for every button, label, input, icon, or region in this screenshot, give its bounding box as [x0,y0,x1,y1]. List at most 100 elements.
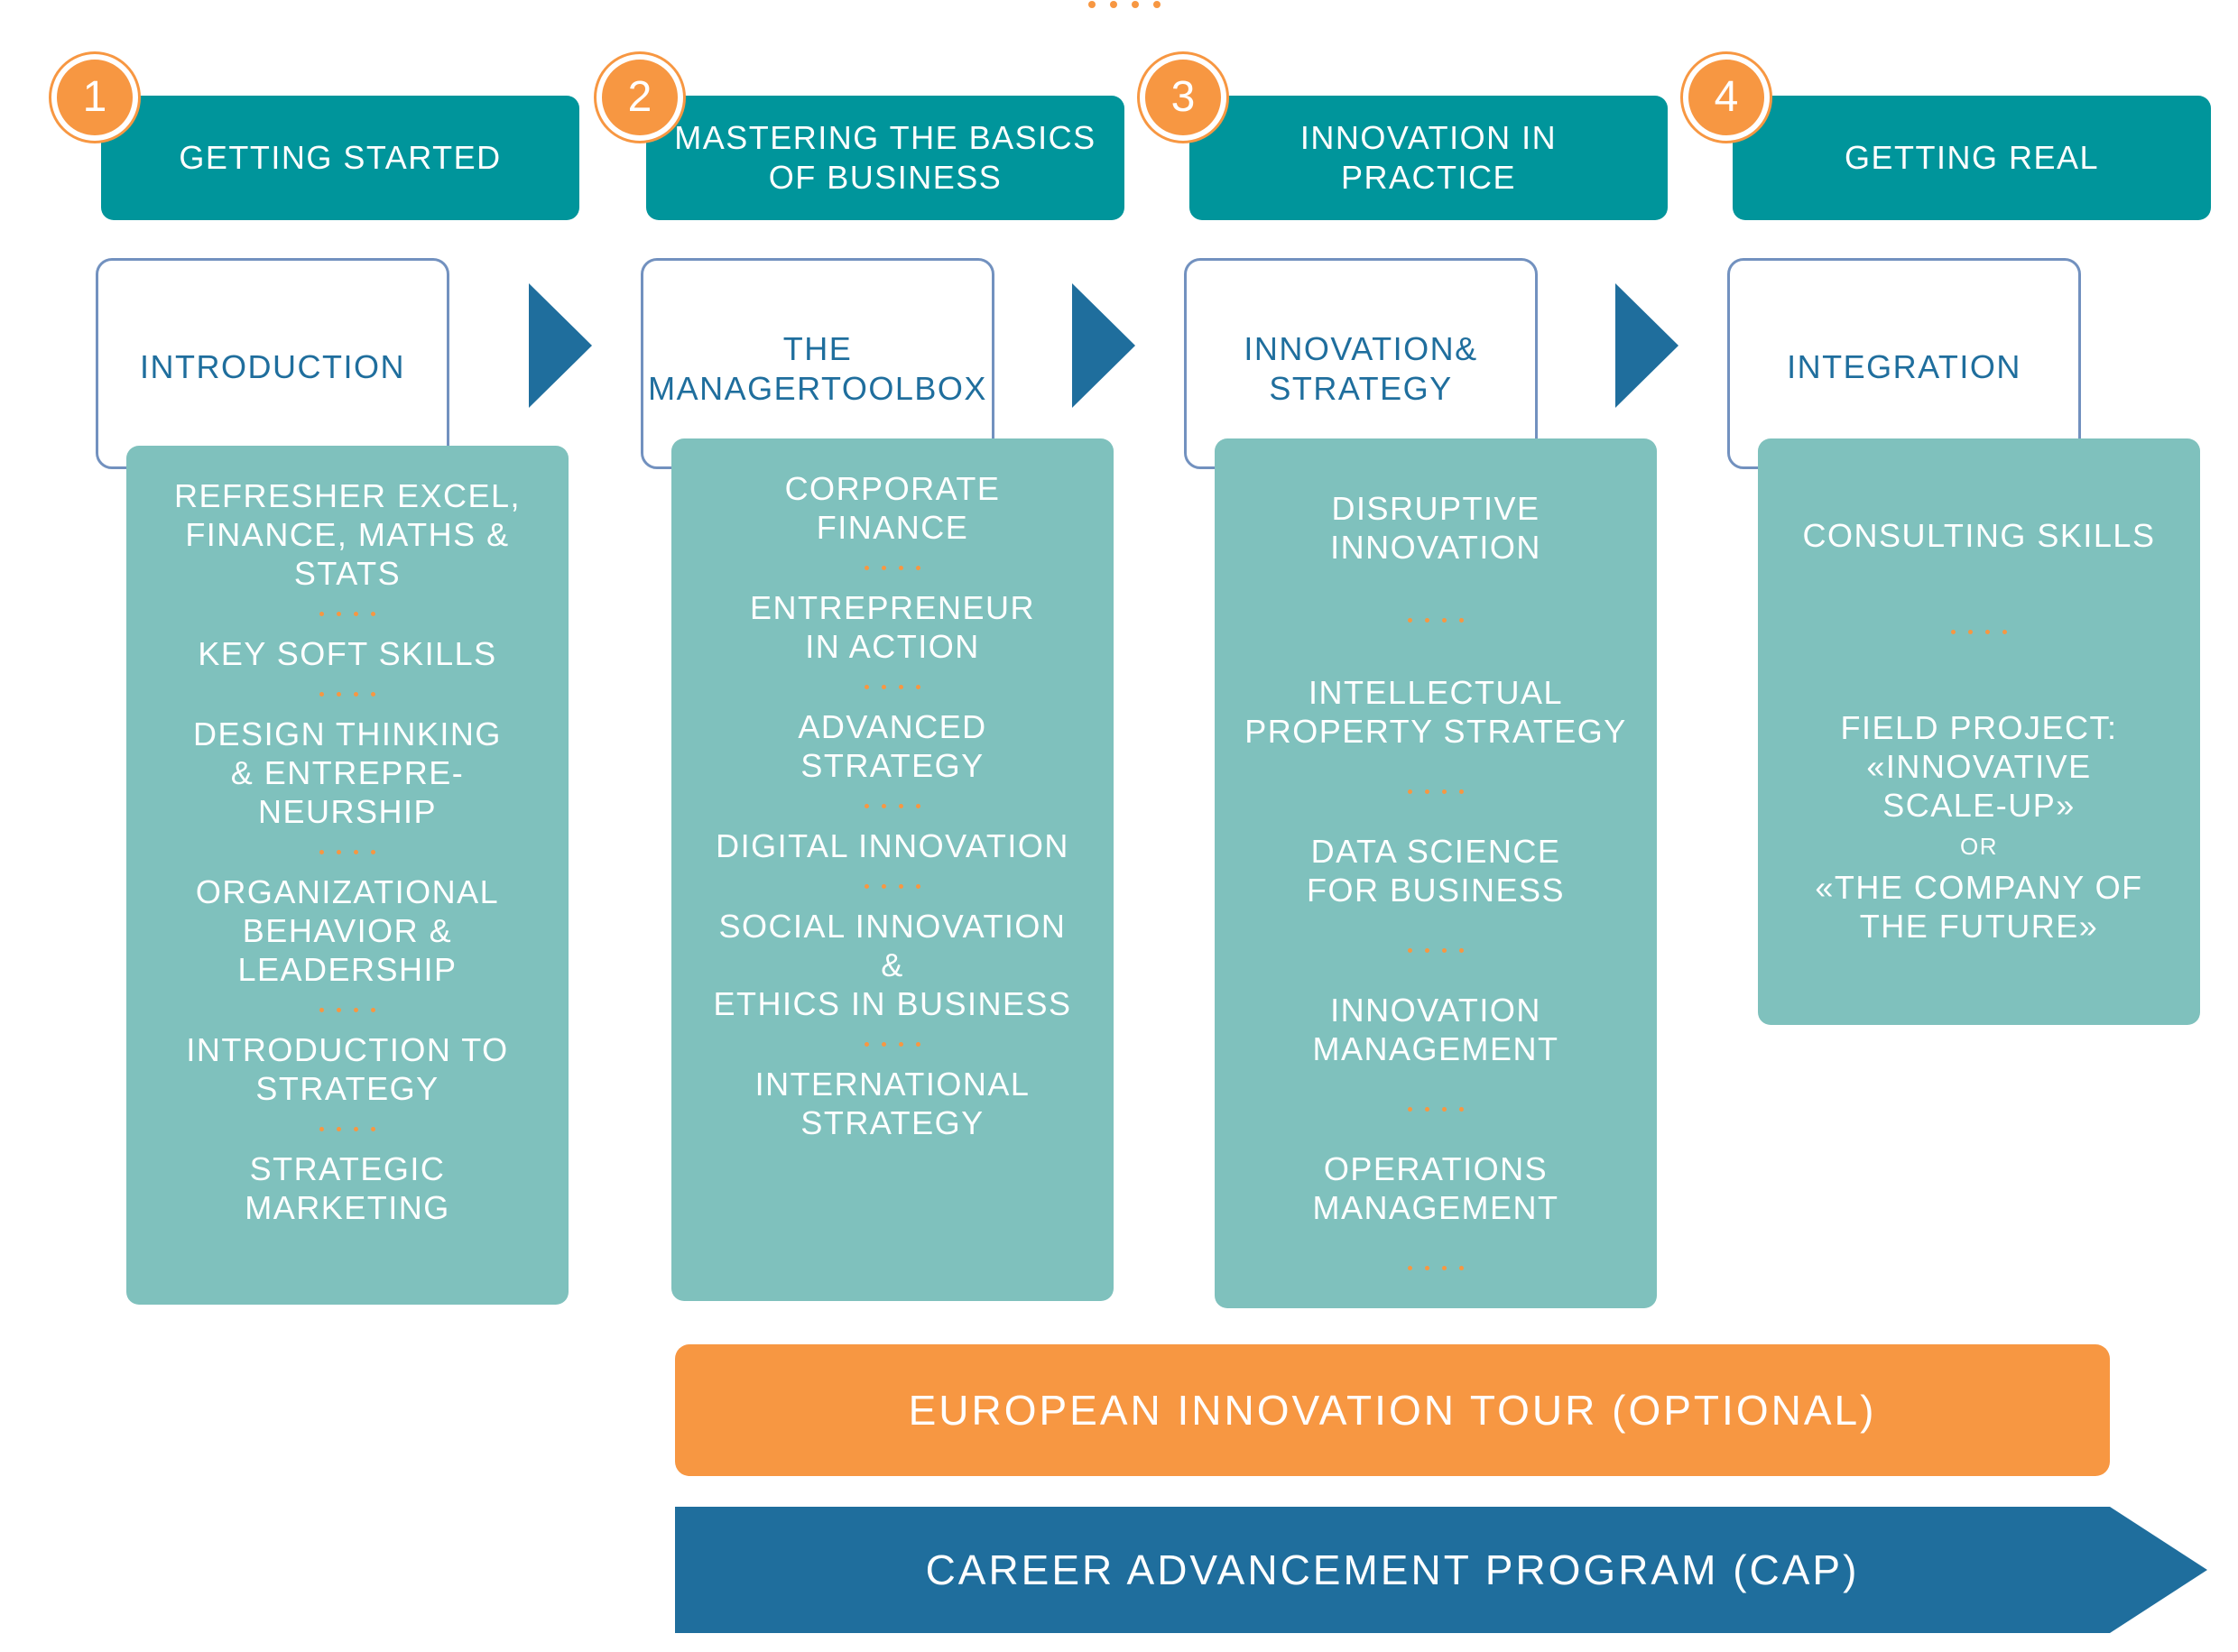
chevron-right-icon [1615,283,1678,408]
separator-dot [899,803,903,808]
separator-dot [865,883,869,889]
separator-dot [1425,617,1429,623]
separator-dot [319,849,324,854]
step-number-badge: 3 [1140,54,1226,141]
text-line: REFRESHER EXCEL, [173,477,522,514]
tour-label: EUROPEAN INNOVATION TOUR (OPTIONAL) [908,1387,1877,1434]
separator-dot [865,565,869,570]
module-box: INNOVATION& STRATEGY [1184,258,1538,469]
separator-dot [371,849,375,854]
course-item: PROJECT MANAGEMENT [1215,1308,1657,1347]
text-line: ADVANCED [798,708,987,745]
text-line: NEURSHIP [257,793,438,830]
module-title: INTEGRATION [1787,261,2021,387]
text-line: PROJECT MANAGEMENT [1226,1309,1645,1346]
text-line: INNOVATION [1330,529,1541,566]
text-line: INTRODUCTION [140,348,405,385]
text-line: PROPERTY STRATEGY [1244,713,1627,750]
separator-dot [865,803,869,808]
career-advancement-arrow [675,1507,2207,1633]
text-line: MANAGEMENT [1312,1030,1559,1067]
separator-dot [899,1041,903,1047]
separator-dot [916,883,920,889]
text-line: «INNOVATIVE [1866,748,2092,785]
course-item: CONSULTING SKILLS [1758,516,2200,555]
module-title: INNOVATION& STRATEGY [1187,261,1535,409]
separator-dot [882,1041,886,1047]
separator-dot [337,691,341,697]
dot-separator [671,801,1114,810]
separator-dot [1442,1265,1447,1270]
separator-dot [899,684,903,689]
separator-dot [319,691,324,697]
text-line: FINANCE, MATHS & [185,516,510,553]
separator-dot [916,565,920,570]
text-line: INNOVATION [1330,992,1541,1029]
dot-separator [1215,615,1657,624]
dot-separator [671,682,1114,691]
separator-dot [354,849,358,854]
text-line: STRATEGY [800,1104,985,1141]
text-line: PRACTICE [1340,159,1517,196]
separator-dot [1408,617,1412,623]
text-line: OF BUSINESS [768,159,1003,196]
separator-dot [1408,1106,1412,1112]
text-line: INNOVATION IN [1299,119,1558,156]
separator-dot [882,803,886,808]
text-line: STATS [293,555,402,592]
separator-dot [354,1007,358,1012]
separator-dot [1408,789,1412,794]
course-item: SOCIAL INNOVATION&ETHICS IN BUSINESS [671,907,1114,1023]
separator-dot [354,691,358,697]
separator-dot [354,611,358,616]
separator-dot [916,684,920,689]
separator-dot [865,684,869,689]
step-number-badge: 2 [596,54,683,141]
text-line: MASTERING THE BASICS [674,119,1096,156]
text-line: FINANCE [816,509,969,546]
dot-separator [1215,1104,1657,1113]
separator-dot [916,1041,920,1047]
text-line: INTERNATIONAL [754,1066,1031,1103]
course-item: REFRESHER EXCEL,FINANCE, MATHS &STATS [126,476,569,593]
separator-dot [1442,617,1447,623]
module-title: THE MANAGERTOOLBOX [643,261,992,409]
or-separator: OR [1960,833,1998,860]
separator-dot [371,611,375,616]
text-line: ETHICS IN BUSINESS [713,985,1072,1022]
text-line: THE MANAGER [648,330,853,407]
cap-label-wrap: CAREER ADVANCEMENT PROGRAM (CAP) [675,1507,2110,1633]
separator-dot [1442,1106,1447,1112]
chevron-right-icon [1072,283,1135,408]
separator-dot [337,849,341,854]
text-line: INTEGRATION [1787,348,2021,385]
text-line: STRATEGIC [249,1150,446,1187]
dot-separator [126,1124,569,1133]
text-line: GETTING STARTED [179,139,502,176]
text-line: MANAGEMENT [1312,1189,1559,1226]
stage-header: GETTING STARTED [101,96,579,220]
course-item: DESIGN THINKING& ENTREPRE-NEURSHIP [126,715,569,831]
text-line: FOR BUSINESS [1306,872,1566,909]
text-line: & STRATEGY [1269,330,1478,407]
separator-dot [1968,629,1973,634]
separator-dot [882,883,886,889]
stage-title: GETTING REAL [1845,138,2099,178]
dot-separator [671,1039,1114,1048]
step-number-badge: 4 [1683,54,1770,141]
separator-dot [1425,1265,1429,1270]
dot-separator [1215,787,1657,796]
text-line: & ENTREPRE- [230,754,465,791]
separator-dot [865,1041,869,1047]
